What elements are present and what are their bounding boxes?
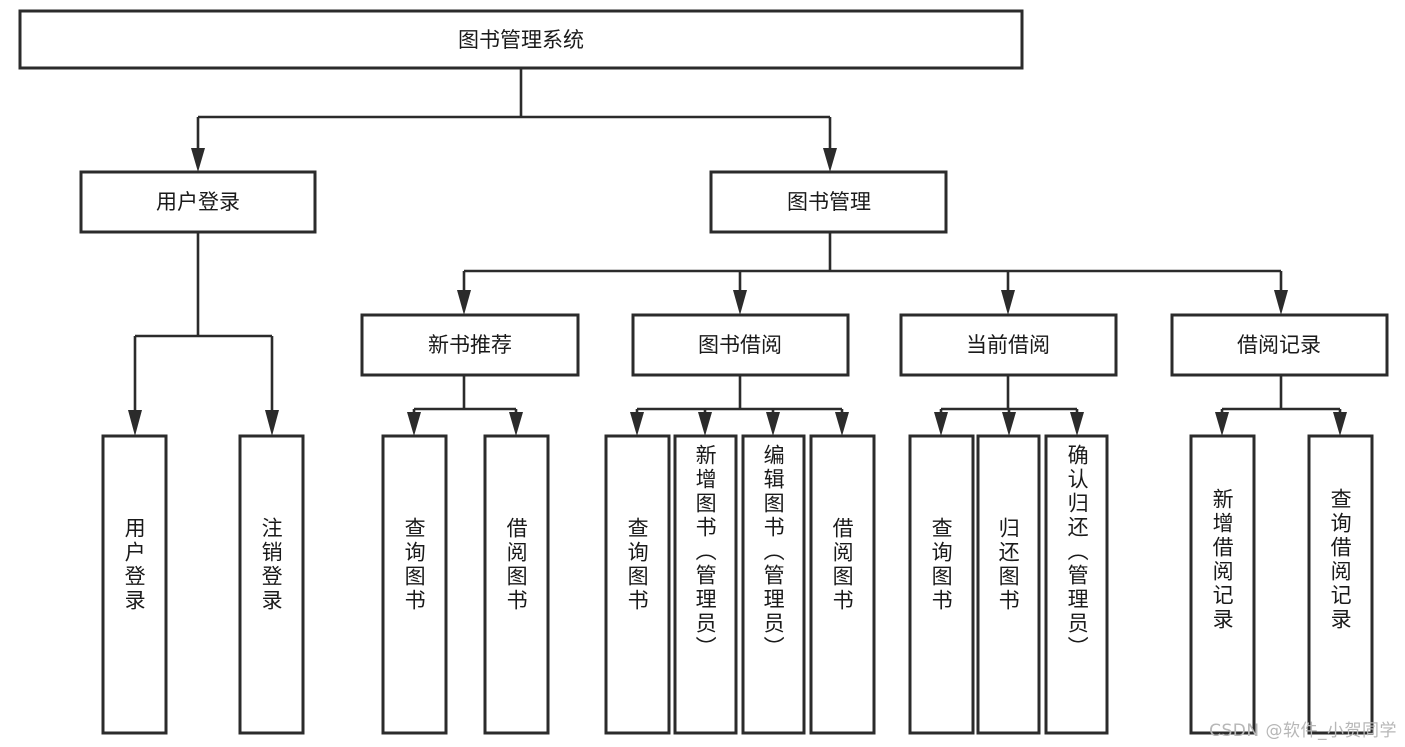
arrow-borrow-to-leaf1 [630, 412, 644, 436]
node-leaf-query-book-a[interactable] [381, 434, 448, 735]
node-book-borrow-label: 图书借阅 [698, 333, 782, 357]
node-leaf-borrow-book-b[interactable] [809, 434, 876, 735]
arrow-current-to-leaf3 [1070, 412, 1084, 436]
arrow-new-book-to-leaf2 [509, 412, 523, 436]
node-leaf-query-book-b[interactable] [604, 434, 671, 735]
arrow-root-to-user-login [191, 148, 205, 172]
node-user-login[interactable] [79, 170, 317, 234]
arrow-user-login-to-leaf2 [265, 410, 279, 436]
arrow-user-login-to-leaf1 [128, 410, 142, 436]
node-leaf-borrow-book-a[interactable] [483, 434, 550, 735]
csdn-watermark: CSDN @软件_小贺同学 [1209, 721, 1397, 741]
connector-layer [128, 68, 1347, 436]
arrow-root-to-book-mgmt [823, 148, 837, 172]
arrow-book-mgmt-to-borrow [733, 290, 747, 315]
node-leaf-confirm-return-admin[interactable] [1044, 434, 1109, 735]
node-borrow-records[interactable] [1170, 313, 1389, 377]
node-leaf-add-book-admin[interactable] [673, 434, 738, 735]
node-new-book-recommend-label: 新书推荐 [428, 333, 512, 357]
node-leaf-return-book[interactable] [976, 434, 1041, 735]
arrow-borrow-to-leaf4 [835, 412, 849, 436]
arrow-records-to-leaf2 [1333, 412, 1347, 436]
node-current-borrow-label: 当前借阅 [966, 333, 1050, 357]
arrow-new-book-to-leaf1 [407, 412, 421, 436]
node-leaf-logout[interactable] [238, 434, 305, 735]
node-current-borrow[interactable] [899, 313, 1118, 377]
node-leaf-user-login[interactable] [101, 434, 168, 735]
arrow-borrow-to-leaf2 [698, 412, 712, 436]
arrow-book-mgmt-to-current [1001, 290, 1015, 315]
node-leaf-add-borrow-record[interactable] [1189, 434, 1256, 735]
arrow-borrow-to-leaf3 [766, 412, 780, 436]
node-root-label: 图书管理系统 [458, 28, 584, 52]
node-root[interactable] [18, 9, 1024, 70]
arrow-book-mgmt-to-new-book [457, 290, 471, 315]
node-user-login-label: 用户登录 [156, 190, 240, 214]
node-book-management[interactable] [709, 170, 948, 234]
arrow-records-to-leaf1 [1215, 412, 1229, 436]
node-leaf-query-borrow-record[interactable] [1307, 434, 1374, 735]
node-borrow-records-label: 借阅记录 [1237, 333, 1321, 357]
node-leaf-query-book-c[interactable] [908, 434, 975, 735]
node-book-borrow[interactable] [631, 313, 850, 377]
node-book-management-label: 图书管理 [787, 190, 871, 214]
arrow-book-mgmt-to-records [1274, 290, 1288, 315]
arrow-current-to-leaf1 [934, 412, 948, 436]
node-leaf-edit-book-admin[interactable] [741, 434, 806, 735]
arrow-current-to-leaf2 [1002, 412, 1016, 436]
node-layer: 图书管理系统 用户登录 图书管理 新书推荐 图书借阅 当前借阅 借阅记录 [18, 9, 1389, 735]
node-new-book-recommend[interactable] [360, 313, 580, 377]
